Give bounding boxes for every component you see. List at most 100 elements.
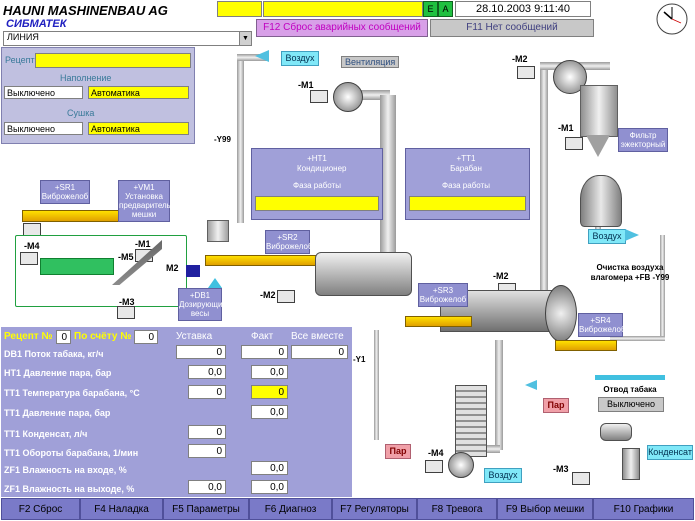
drying-label: Сушка: [67, 108, 95, 118]
sr1-label: +SR1 Виброжелоб: [40, 180, 90, 204]
ht1-panel: +HT1 Кондиционер Фаза работы: [251, 148, 383, 220]
clock-icon: [655, 2, 689, 36]
sr2-label: +SR2 Виброжелоб: [265, 230, 313, 254]
row-label: TT1 Температура барабана, °C: [4, 388, 140, 398]
drum-end: [545, 285, 577, 342]
sr2-conveyor: [205, 255, 317, 266]
ht1-phase-label: Фаза работы: [293, 181, 341, 190]
sr3-conveyor: [405, 316, 472, 327]
recipe-field[interactable]: [35, 53, 191, 68]
cyclone-cone: [586, 135, 610, 157]
tt1-phase-label: Фаза работы: [442, 181, 490, 190]
actual-field: 0,0: [251, 480, 288, 494]
setpoint-field[interactable]: 0,0: [188, 365, 226, 379]
data-panel: Рецепт № 0 По счёту № 0 Уставка Факт Все…: [1, 327, 352, 497]
setpoint-field[interactable]: 0: [188, 385, 226, 399]
recipe-no-label: Рецепт №: [4, 331, 53, 342]
no-messages-button[interactable]: F11 Нет сообщений: [430, 19, 594, 37]
fkey-setup[interactable]: F4 Наладка: [80, 498, 163, 520]
arrow-right-icon: [625, 229, 639, 241]
recipe-no-field[interactable]: 0: [56, 330, 71, 344]
actual-field: 0,0: [251, 365, 288, 379]
tt1-phase-field: [409, 196, 526, 211]
m4-bottom-motor[interactable]: [425, 460, 443, 473]
steam-label-2: Пар: [543, 398, 569, 413]
separator: [455, 385, 487, 457]
m2-lower-label: -M2: [260, 290, 276, 300]
status-field-1: [217, 1, 262, 17]
m2-drum-label: -M2: [493, 271, 509, 281]
app-title: HAUNI MASHINENBAU AG: [3, 3, 168, 18]
steam-label-1: Пар: [385, 444, 411, 459]
count-label: По счёту №: [74, 331, 132, 342]
row-label: HT1 Давление пара, бар: [4, 368, 112, 378]
m1-mid-label: -M1: [135, 239, 151, 249]
m1-top-motor[interactable]: [310, 90, 328, 103]
row-label: ZF1 Влажность на входе, %: [4, 465, 127, 475]
drying-state: Выключено: [4, 122, 83, 135]
indicator-e: E: [423, 1, 438, 17]
bottom-fan-icon[interactable]: [448, 452, 474, 478]
fan-icon[interactable]: [333, 82, 363, 112]
setpoint-field[interactable]: 0: [188, 425, 226, 439]
pipe-fan-h: [360, 90, 390, 100]
recipe-panel: Рецепт Наполнение Выключено Автоматика С…: [1, 47, 195, 144]
filling-state: Выключено: [4, 86, 83, 99]
row-label: DB1 Поток табака, кг/ч: [4, 349, 104, 359]
fkey-bag-select[interactable]: F9 Выбор мешки: [497, 498, 593, 520]
exhaust-conveyor: [595, 375, 665, 380]
valve-fb-icon[interactable]: [652, 287, 664, 295]
fkey-alarm[interactable]: F8 Тревога: [417, 498, 497, 520]
fkey-parameters[interactable]: F5 Параметры: [163, 498, 249, 520]
reset-alarms-button[interactable]: F12 Сброс аварийных сообщений: [256, 19, 428, 37]
y1-label: -Y1: [353, 355, 366, 364]
m2-lower-motor[interactable]: [277, 290, 295, 303]
filling-mode[interactable]: Автоматика: [88, 86, 189, 99]
ht1-phase-field: [255, 196, 379, 211]
air-label-right: Воздух: [588, 229, 626, 244]
pipe-air-vertical: [237, 58, 244, 223]
valve-y99-icon[interactable]: [235, 135, 247, 143]
sr4-conveyor: [555, 340, 617, 351]
line-select-value: ЛИНИЯ: [7, 32, 39, 42]
m4-left-motor[interactable]: [20, 252, 38, 265]
sr1-conveyor: [22, 210, 119, 222]
pipe-fan-vertical: [380, 95, 396, 255]
m1-right-motor[interactable]: [565, 137, 583, 150]
fkey-graphs[interactable]: F10 Графики: [593, 498, 694, 520]
db1-label: +DB1 Дозирующие весы: [178, 288, 227, 321]
m4-left-label: -M4: [24, 241, 40, 251]
sr3-label: +SR3 Виброжелоб: [418, 283, 468, 307]
ht1-label: +HT1 Кондиционер: [297, 154, 347, 173]
conditioner: [315, 252, 412, 296]
m2-top-motor[interactable]: [517, 66, 535, 79]
setpoint-field[interactable]: 0: [176, 345, 226, 359]
air-label-bottom: Воздух: [484, 468, 522, 483]
db1-hopper: [207, 220, 229, 242]
ventilation-label: Вентиляция: [341, 56, 400, 68]
m3-bottom-motor[interactable]: [572, 472, 590, 485]
chevron-down-icon[interactable]: ▼: [239, 32, 251, 45]
setpoint-field[interactable]: 0: [188, 444, 226, 458]
app-subtitle: СИБМАТЕК: [6, 18, 67, 30]
line-select[interactable]: ЛИНИЯ ▼: [3, 31, 252, 46]
count-field[interactable]: 0: [134, 330, 158, 344]
pipe-steam-1: [374, 330, 379, 440]
col-actual-header: Факт: [251, 331, 274, 342]
process-diagram: Воздух Вентиляция -M1 -M2 -M1 Фильтр эже…: [0, 40, 695, 495]
sr4-label: +SR4 Виброжелоб: [578, 313, 626, 337]
m3-left-motor[interactable]: [117, 306, 135, 319]
row-label: TT1 Давление пара, бар: [4, 408, 111, 418]
air-label-top: Воздух: [281, 51, 319, 66]
setpoint-field[interactable]: 0,0: [188, 480, 226, 494]
feed-belt: [40, 258, 114, 275]
m2-top-label: -M2: [512, 54, 528, 64]
col-setpoint-header: Уставка: [176, 331, 213, 342]
drying-mode[interactable]: Автоматика: [88, 122, 189, 135]
total-field: 0: [291, 345, 348, 359]
filter-label: Фильтр эжекторный: [618, 128, 668, 152]
fkey-reset[interactable]: F2 Сброс: [1, 498, 80, 520]
pipe-right-vertical: [540, 65, 548, 325]
fkey-regulators[interactable]: F7 Регуляторы: [332, 498, 417, 520]
fkey-diagnosis[interactable]: F6 Диагноз: [249, 498, 332, 520]
